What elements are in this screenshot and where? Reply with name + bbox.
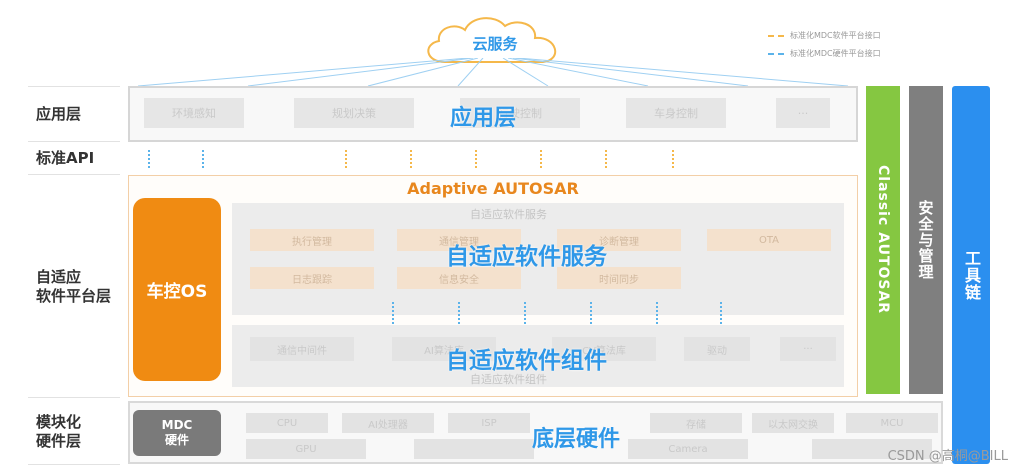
api-tick-hw (148, 150, 150, 168)
app-box: 环境感知 (144, 98, 244, 128)
service-box: 执行管理 (250, 229, 374, 251)
api-tick-sw (540, 150, 542, 168)
adaptive-autosar-title: Adaptive AUTOSAR (407, 179, 579, 198)
component-box: CV算法库 (552, 337, 656, 361)
toolchain-label: 工具链 (962, 249, 981, 301)
connector-tick (720, 302, 722, 324)
label-hardware-layer: 模块化 硬件层 (28, 399, 120, 465)
hardware-box: MCU (846, 413, 938, 433)
legend-item-hardware: 标准化MDC硬件平台接口 (768, 48, 881, 59)
service-sub-label: 自适应软件服务 (470, 208, 547, 221)
service-box: 信息安全 (397, 267, 521, 289)
cloud-rays (137, 58, 849, 87)
component-sub-label: 自适应软件组件 (470, 373, 547, 386)
mdc-line1: MDC (161, 418, 193, 432)
label-application-layer: 应用层 (28, 86, 120, 142)
classic-autosar-label: Classic AUTOSAR (875, 165, 891, 315)
connector-tick (392, 302, 394, 324)
connector-tick (590, 302, 592, 324)
hardware-layer-title: 底层硬件 (532, 427, 621, 452)
hardware-box: 以太网交换 (752, 413, 834, 433)
legend-label: 标准化MDC硬件平台接口 (790, 49, 881, 58)
cloud-label: 云服务 (472, 35, 518, 53)
hardware-box (812, 439, 932, 459)
api-tick-hw (202, 150, 204, 168)
service-box: OTA (707, 229, 831, 251)
mdc-line2: 硬件 (164, 433, 189, 447)
service-box: 日志跟踪 (250, 267, 374, 289)
api-tick-sw (605, 150, 607, 168)
adaptive-software-services: 自适应软件服务 执行管理 通信管理 诊断管理 OTA 日志跟踪 信息安全 时间同… (232, 203, 844, 315)
adaptive-software-components: 通信中间件 AI算法库 CV算法库 驱动 ··· 自适应软件组件 自适应软件组件 (232, 325, 844, 387)
cloud-service: 云服务 (415, 10, 575, 70)
legend-label: 标准化MDC软件平台接口 (790, 31, 881, 40)
connector-tick (458, 302, 460, 324)
legend-item-software: 标准化MDC软件平台接口 (768, 30, 881, 41)
label-application-text: 应用层 (36, 104, 82, 123)
service-box: 时间同步 (557, 267, 681, 289)
service-box: 诊断管理 (557, 229, 681, 251)
adaptive-components-title: 自适应软件组件 (446, 348, 607, 374)
cloud-icon (427, 17, 557, 63)
connector-tick (656, 302, 658, 324)
component-box: ··· (780, 337, 836, 361)
hardware-box: CPU (246, 413, 328, 433)
app-box: ··· (776, 98, 830, 128)
label-platform-layer: 自适应 软件平台层 (28, 176, 120, 398)
hardware-box: 存储 (650, 413, 742, 433)
legend-swatch (768, 34, 784, 37)
label-standard-api: 标准API (28, 143, 120, 175)
label-platform-line1: 自适应 (36, 267, 82, 286)
app-box: 行驶控制 (460, 98, 580, 128)
hardware-box: AI处理器 (342, 413, 434, 433)
component-box: AI算法库 (392, 337, 496, 361)
vehicle-control-os: 车控OS (133, 198, 221, 381)
component-box: 驱动 (684, 337, 750, 361)
component-box: 通信中间件 (250, 337, 354, 361)
label-api-text: 标准API (36, 149, 95, 168)
os-label: 车控OS (146, 282, 208, 302)
api-tick-sw (345, 150, 347, 168)
mdc-hardware: MDC 硬件 (133, 410, 221, 456)
api-tick-sw (410, 150, 412, 168)
hardware-box: ISP (448, 413, 530, 433)
hardware-box: GPU (246, 439, 366, 459)
label-platform-line2: 软件平台层 (36, 286, 112, 305)
application-layer-title: 应用层 (450, 106, 517, 131)
api-tick-sw (672, 150, 674, 168)
connector-tick (524, 302, 526, 324)
watermark: CSDN @高桐@BILL (887, 449, 1008, 464)
hardware-layer: CPU AI处理器 ISP 存储 以太网交换 MCU GPU Camera 底层… (128, 401, 943, 464)
hardware-box: Camera (628, 439, 748, 459)
hardware-box (414, 439, 534, 459)
security-management-label: 安全与管理 (916, 200, 935, 280)
adaptive-services-title: 自适应软件服务 (446, 244, 607, 270)
label-hardware-line2: 硬件层 (36, 431, 82, 450)
legend-swatch (768, 52, 784, 55)
app-box: 规划决策 (294, 98, 414, 128)
api-tick-sw (475, 150, 477, 168)
service-box: 通信管理 (397, 229, 521, 251)
toolchain-bar: 工具链 (952, 86, 990, 464)
app-box: 车身控制 (626, 98, 726, 128)
classic-autosar-bar: Classic AUTOSAR (866, 86, 900, 394)
security-management-bar: 安全与管理 (909, 86, 943, 394)
application-layer: 环境感知 规划决策 行驶控制 车身控制 ··· 应用层 (128, 86, 858, 142)
label-hardware-line1: 模块化 (36, 412, 82, 431)
